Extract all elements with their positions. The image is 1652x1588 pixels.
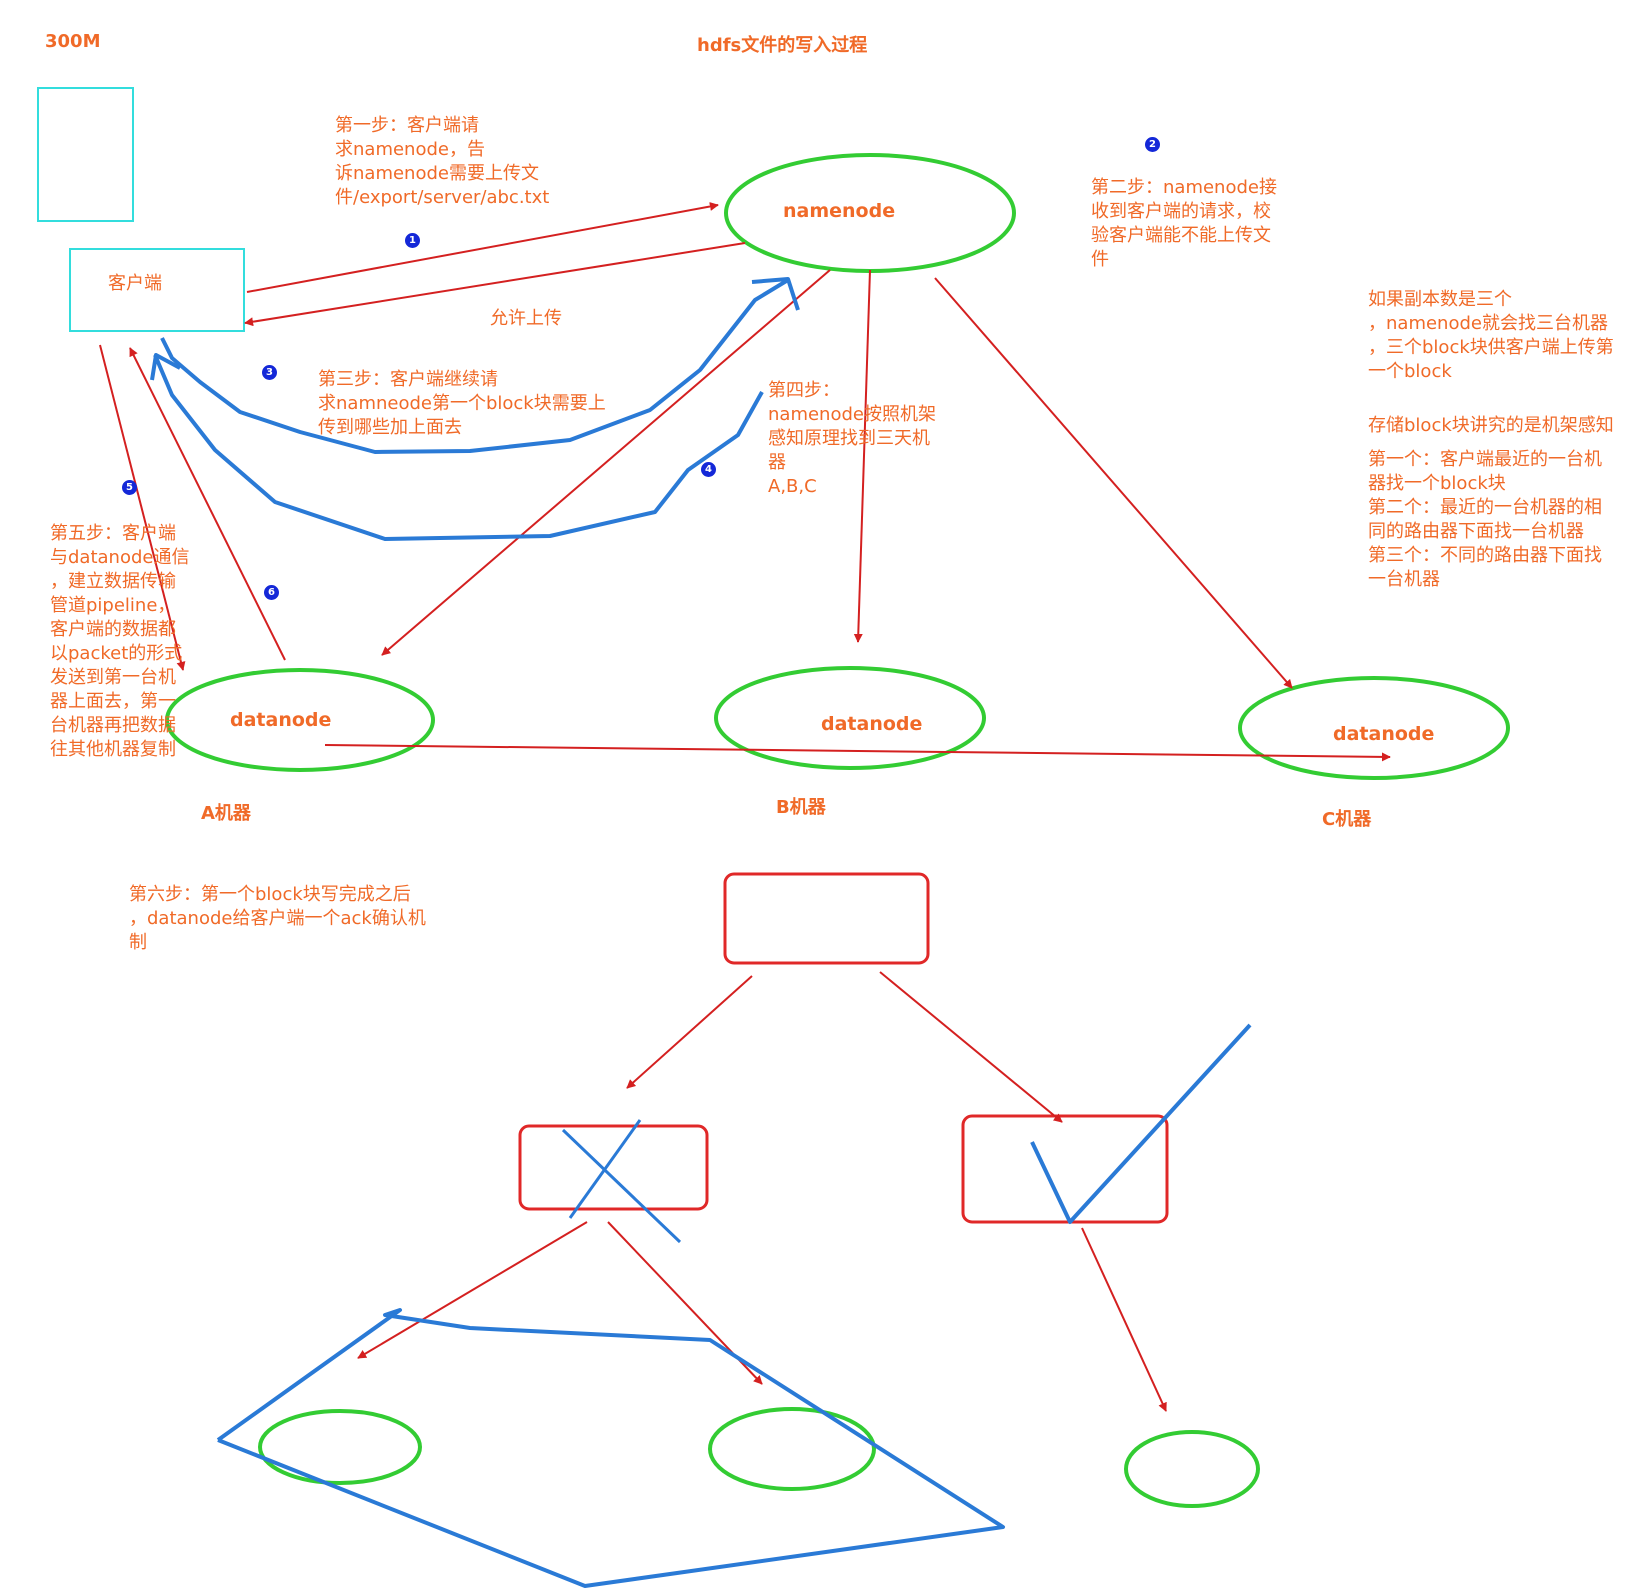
step2-badge: 2 [1145,137,1160,152]
arrow-top-to-success [879,971,1063,1123]
rack-awareness-note: 存储block块讲究的是机架感知 [1368,415,1614,436]
step5-badge: 5 [122,480,137,495]
step6-text: 第六步：第一个block块写完成之后 ，datanode给客户端一个ack确认机… [129,884,426,953]
arrow-success-down [1081,1227,1167,1412]
arrow-namenode-to-datanode-c [934,277,1293,689]
step1-text: 第一步：客户端请 求namenode，告 诉namenode需要上传文 件/ex… [335,115,550,208]
blue-stroke-step3-arrowhead [751,277,800,311]
blue-stroke-step4-arrowhead [150,353,181,381]
failed-box [518,1124,709,1211]
step2-text: 第二步：namenode接 收到客户端的请求，校 验客户端能不能上传文 件 [1091,177,1277,270]
datanode-a-ellipse [165,668,435,772]
datanode-b-label: datanode [821,713,923,735]
datanode-c-label: datanode [1333,723,1435,745]
arrow-failed-to-left [357,1221,588,1359]
arrow-client-to-datanode-a [99,344,186,671]
arrow-client-to-namenode [246,202,719,293]
blue-pipeline-polygon [216,1308,1005,1588]
step5-text: 第五步：客户端 与datanode通信 ，建立数据传输 管道pipeline， … [50,523,190,760]
arrow-namenode-to-client [244,242,746,327]
client-box [69,248,245,332]
client-label: 客户端 [108,273,162,294]
step1-badge: 1 [405,233,420,248]
bottom-left-ellipse [258,1409,422,1485]
step4-badge: 4 [701,462,716,477]
blue-stroke-step4 [153,354,764,541]
diagram-title: hdfs文件的写入过程 [697,35,868,56]
step4-text: 第四步： namenode按照机架 感知原理找到三天机 器 A,B,C [768,380,936,497]
cross-mark-b [568,1119,642,1219]
datanode-a-label: datanode [230,709,332,731]
replica-note: 如果副本数是三个 ，namenode就会找三台机器 ，三个block块供客户端上… [1368,289,1614,382]
machine-b-label: B机器 [776,797,826,818]
arrow-pipeline-a-to-c [324,744,1391,762]
step3-text: 第三步：客户端继续请 求namneode第一个block块需要上 传到哪些加上面… [318,369,606,438]
allow-upload-text: 允许上传 [490,308,562,329]
arrow-namenode-to-datanode-a [381,269,831,656]
arrow-datanode-a-ack [129,347,286,661]
file-block-box [37,87,134,222]
bottom-right-ellipse [1124,1430,1260,1508]
blue-stroke-step3 [160,278,790,454]
arrow-namenode-to-datanode-b [853,269,871,643]
rack-rules-note: 第一个：客户端最近的一台机 器找一个block块 第二个：最近的一台机器的相 同… [1368,449,1602,590]
machine-a-label: A机器 [201,803,251,824]
cross-mark-a [561,1128,682,1244]
datanode-c-ellipse [1238,676,1510,780]
success-box [961,1114,1169,1224]
file-size-label: 300M [45,31,101,52]
namenode-label: namenode [783,200,896,222]
bottom-middle-ellipse [708,1407,876,1491]
top-block-box [723,872,930,965]
arrow-top-to-failed [626,975,753,1089]
check-mark [1030,1023,1252,1224]
step3-badge: 3 [262,365,277,380]
machine-c-label: C机器 [1322,809,1372,830]
step6-badge: 6 [264,585,279,600]
datanode-b-ellipse [714,666,986,770]
